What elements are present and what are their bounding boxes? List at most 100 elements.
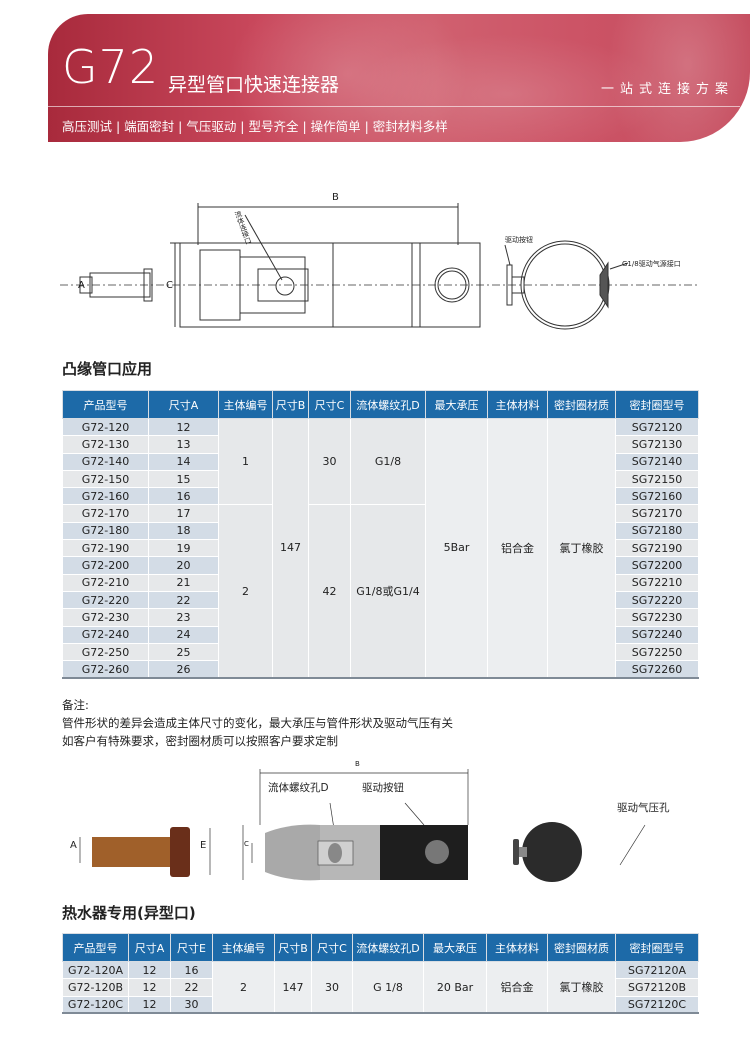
divider <box>48 106 740 107</box>
model-cell: G72-140 <box>62 452 149 471</box>
body-number-cell: 2 <box>218 504 273 679</box>
size-a-cell: 24 <box>148 625 219 644</box>
column-header: 主体编号 <box>212 933 275 962</box>
size-e-cell: 16 <box>170 960 213 980</box>
seal-model-cell: SG72120C <box>615 995 699 1014</box>
dimension-a-label: A <box>70 840 77 851</box>
size-a-cell: 12 <box>128 978 171 997</box>
seal-model-cell: SG72220 <box>615 590 699 610</box>
size-c-cell: 30 <box>308 417 351 506</box>
column-header: 产品型号 <box>62 390 149 419</box>
size-a-cell: 12 <box>128 960 171 980</box>
technical-drawing-1 <box>60 203 700 330</box>
size-a-cell: 18 <box>148 521 219 541</box>
feature-list: 高压测试 | 端面密封 | 气压驱动 | 型号齐全 | 操作简单 | 密封材料多… <box>62 119 448 134</box>
notes-line: 如客户有特殊要求，密封圈材质可以按照客户要求定制 <box>62 734 338 748</box>
size-e-cell: 30 <box>170 995 213 1014</box>
size-e-cell: 22 <box>170 978 213 997</box>
thread-d-cell: G 1/8 <box>352 961 424 1014</box>
dimension-a-label: A <box>78 280 85 291</box>
seal-model-cell: SG72250 <box>615 642 699 662</box>
model-cell: G72-200 <box>62 556 149 575</box>
thread-d-cell: G1/8或G1/4 <box>350 504 426 679</box>
seal-model-cell: SG72210 <box>615 573 699 592</box>
column-header: 密封圈型号 <box>615 933 699 962</box>
column-header: 尺寸A <box>128 933 171 962</box>
size-c-cell: 30 <box>311 961 353 1014</box>
max-pressure-cell: 5Bar <box>425 417 488 679</box>
thread-d-cell: G1/8 <box>350 417 426 506</box>
dimension-b-label: B <box>332 192 339 203</box>
air-hole-label: 驱动气压孔 <box>617 802 670 814</box>
size-a-cell: 23 <box>148 608 219 627</box>
thread-hole-label: 流体螺纹孔D <box>268 782 329 794</box>
button-label: 驱动按钮 <box>362 782 404 794</box>
model-cell: G72-120A <box>62 960 129 980</box>
notes-title: 备注: <box>62 698 89 712</box>
column-header: 密封圈材质 <box>547 390 616 419</box>
size-a-cell: 16 <box>148 487 219 506</box>
size-a-cell: 20 <box>148 556 219 575</box>
body-number-cell: 1 <box>218 417 273 506</box>
seal-model-cell: SG72230 <box>615 608 699 627</box>
notes: 备注: 管件形状的差异会造成主体尺寸的变化，最大承压与管件形状及驱动气压有关 如… <box>62 696 453 750</box>
column-header: 尺寸C <box>311 933 353 962</box>
seal-model-cell: SG72190 <box>615 539 699 558</box>
model-cell: G72-120 <box>62 417 149 437</box>
model-cell: G72-190 <box>62 539 149 558</box>
column-header: 主体材料 <box>486 933 548 962</box>
body-material-cell: 铝合金 <box>486 961 548 1014</box>
size-a-cell: 26 <box>148 660 219 679</box>
slogan: 一站式连接方案 <box>600 82 734 97</box>
seal-model-cell: SG72140 <box>615 452 699 471</box>
size-a-cell: 14 <box>148 452 219 471</box>
product-title: 异型管口快速连接器 <box>168 74 340 96</box>
notes-line: 管件形状的差异会造成主体尺寸的变化，最大承压与管件形状及驱动气压有关 <box>62 716 453 730</box>
model-cell: G72-240 <box>62 625 149 644</box>
size-b-cell: 147 <box>274 961 312 1014</box>
size-c-cell: 42 <box>308 504 351 679</box>
column-header: 最大承压 <box>423 933 487 962</box>
header-banner: G72 异型管口快速连接器 一站式连接方案 高压测试 | 端面密封 | 气压驱动… <box>48 14 750 142</box>
size-a-cell: 22 <box>148 590 219 610</box>
size-a-cell: 12 <box>148 417 219 437</box>
size-a-cell: 25 <box>148 642 219 662</box>
column-header: 最大承压 <box>425 390 488 419</box>
model-name: G72 <box>62 40 160 94</box>
section-title-water-heater: 热水器专用(异型口) <box>62 904 196 922</box>
product-render-2 <box>79 769 646 882</box>
column-header: 流体螺纹孔D <box>352 933 424 962</box>
seal-material-cell: 氯丁橡胶 <box>547 417 616 679</box>
seal-model-cell: SG72240 <box>615 625 699 644</box>
column-header: 尺寸B <box>274 933 312 962</box>
model-cell: G72-180 <box>62 521 149 541</box>
size-a-cell: 19 <box>148 539 219 558</box>
model-cell: G72-250 <box>62 642 149 662</box>
body-material-cell: 铝合金 <box>487 417 548 679</box>
size-a-cell: 21 <box>148 573 219 592</box>
model-cell: G72-220 <box>62 590 149 610</box>
column-header: 流体螺纹孔D <box>350 390 426 419</box>
dimension-c-label: C <box>166 280 173 291</box>
seal-model-cell: SG72170 <box>615 504 699 523</box>
model-cell: G72-260 <box>62 660 149 679</box>
seal-model-cell: SG72120 <box>615 417 699 437</box>
seal-material-cell: 氯丁橡胶 <box>547 961 616 1014</box>
column-header: 尺寸C <box>308 390 351 419</box>
size-a-cell: 13 <box>148 435 219 454</box>
dimension-b-label: B <box>355 760 360 768</box>
model-cell: G72-130 <box>62 435 149 454</box>
seal-model-cell: SG72150 <box>615 469 699 489</box>
